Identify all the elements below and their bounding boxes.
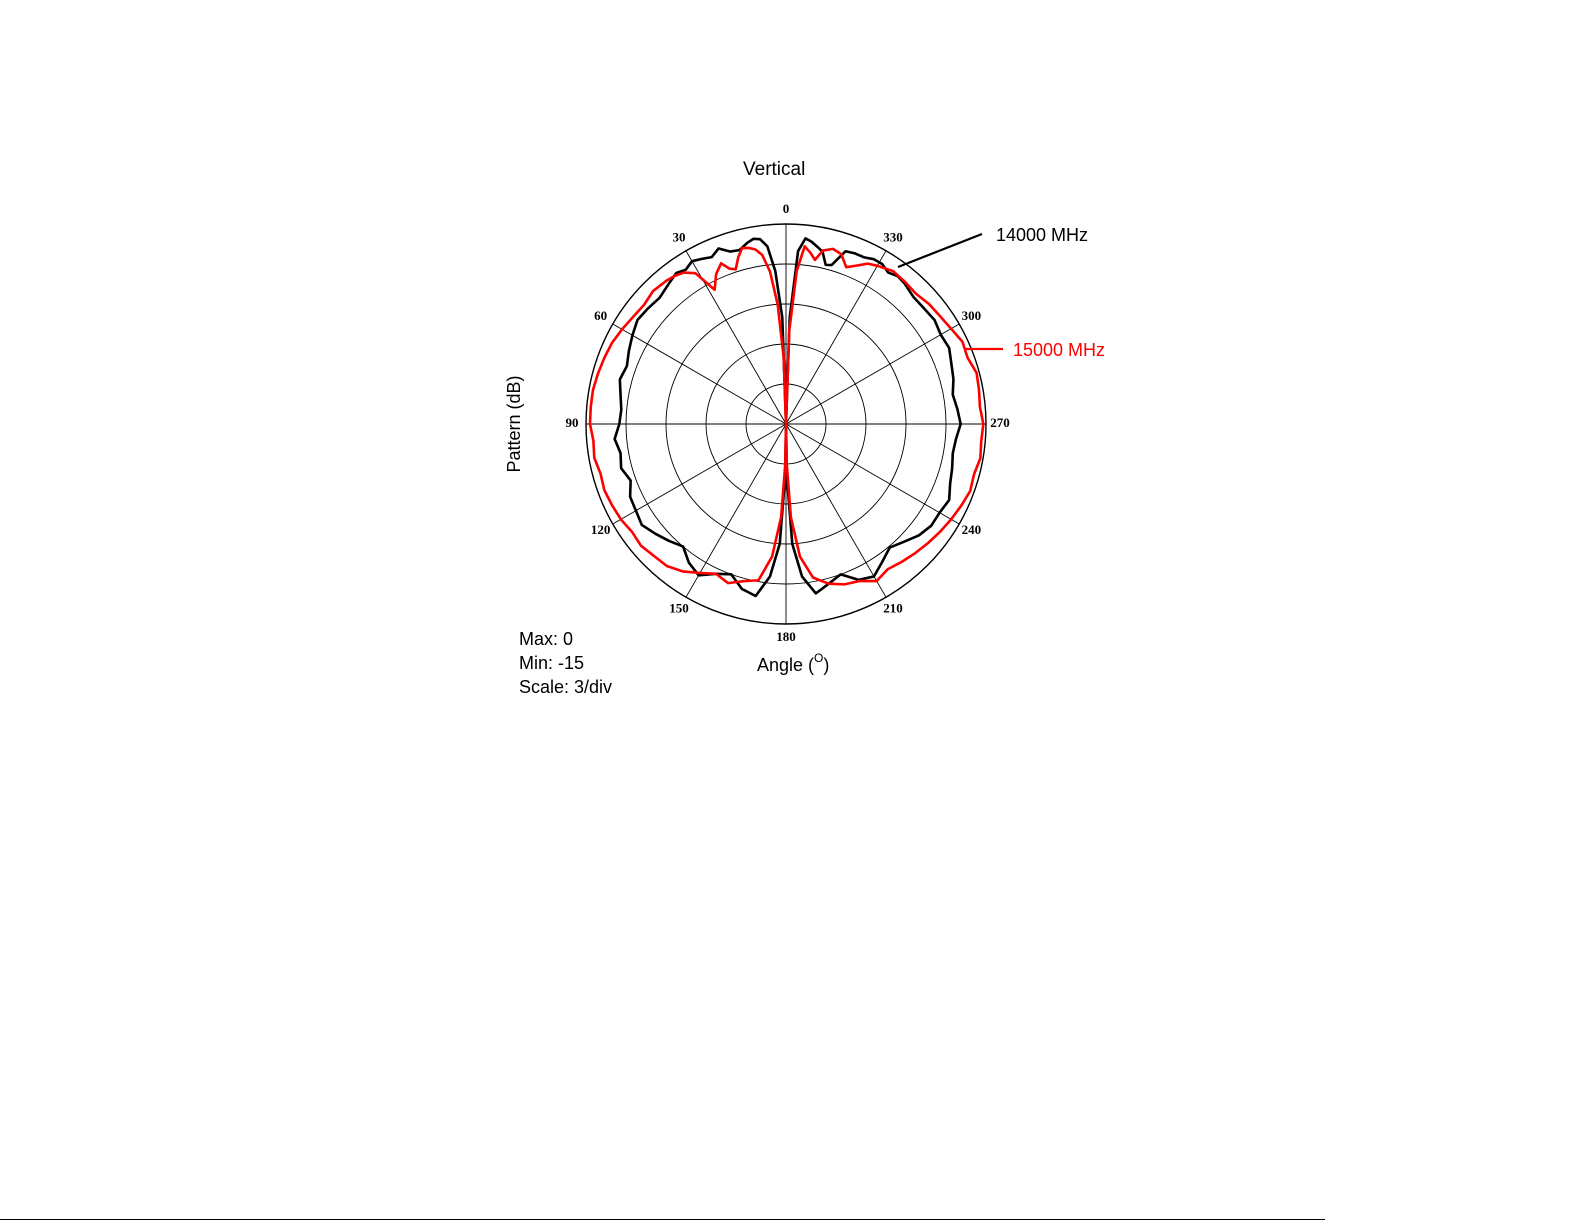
angle-tick-label: 210 bbox=[883, 600, 903, 615]
angle-tick-label: 330 bbox=[883, 230, 903, 245]
y-axis-label: Pattern (dB) bbox=[505, 375, 523, 472]
series-layer bbox=[590, 238, 983, 596]
annotation-leader bbox=[898, 234, 982, 267]
angle-tick-label: 30 bbox=[673, 230, 686, 245]
x-axis-label-suffix: ) bbox=[823, 655, 829, 675]
angle-tick-label: 300 bbox=[962, 308, 982, 323]
angle-tick-labels: 0 30 60 90 120 150 180 210 240 270 300 330 bbox=[566, 201, 1010, 644]
angle-tick-label: 240 bbox=[962, 522, 982, 537]
bottom-rule bbox=[0, 1219, 1325, 1220]
angle-tick-label: 270 bbox=[990, 415, 1010, 430]
angle-tick-label: 60 bbox=[594, 308, 607, 323]
annotation-label: 14000 MHz bbox=[996, 225, 1088, 245]
angle-tick-label: 180 bbox=[776, 629, 796, 644]
angle-tick-label: 150 bbox=[669, 600, 689, 615]
annotation-layer: 14000 MHz 15000 MHz bbox=[898, 225, 1105, 360]
annotation-label: 15000 MHz bbox=[1013, 340, 1105, 360]
degree-superscript: O bbox=[814, 651, 823, 665]
series-line-15000-mhz bbox=[590, 246, 983, 584]
angle-tick-label: 0 bbox=[783, 201, 790, 216]
angle-tick-label: 120 bbox=[591, 522, 611, 537]
x-axis-label: Angle (O) bbox=[757, 654, 829, 674]
stat-min: Min: -15 bbox=[519, 654, 584, 672]
x-axis-label-text: Angle ( bbox=[757, 655, 814, 675]
chart-title: Vertical bbox=[743, 160, 805, 179]
stat-scale: Scale: 3/div bbox=[519, 678, 612, 696]
angle-tick-label: 90 bbox=[566, 415, 579, 430]
stat-max: Max: 0 bbox=[519, 630, 573, 648]
